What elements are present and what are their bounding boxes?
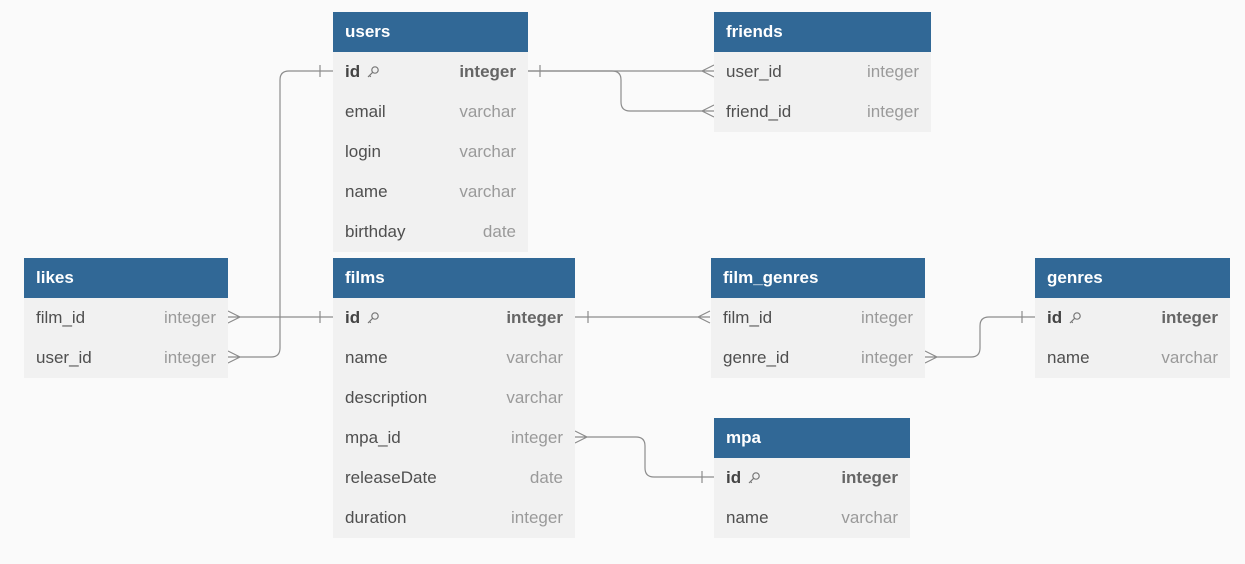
field-name: name xyxy=(1047,348,1090,367)
field-films-name[interactable]: name varchar xyxy=(333,338,575,378)
field-users-birthday[interactable]: birthday date xyxy=(333,212,528,252)
field-type: integer xyxy=(511,508,563,527)
field-type: integer xyxy=(867,62,919,81)
field-name: friend_id xyxy=(726,102,792,121)
field-type: integer xyxy=(841,468,898,487)
field-users-id[interactable]: id integer xyxy=(333,52,528,92)
table-likes-title: likes xyxy=(24,258,228,298)
primary-key-icon xyxy=(1068,311,1082,325)
table-mpa-title: mpa xyxy=(714,418,910,458)
field-type: varchar xyxy=(841,508,898,527)
field-type: integer xyxy=(1161,308,1218,327)
table-films[interactable]: films id integer name varchar descriptio… xyxy=(333,258,575,538)
field-users-login[interactable]: login varchar xyxy=(333,132,528,172)
field-likes-film-id[interactable]: film_id integer xyxy=(24,298,228,338)
field-films-id[interactable]: id integer xyxy=(333,298,575,338)
relation-films-film-genres xyxy=(575,310,711,324)
table-mpa[interactable]: mpa id integer name varchar xyxy=(714,418,910,538)
primary-key-icon xyxy=(747,471,761,485)
field-films-release-date[interactable]: releaseDate date xyxy=(333,458,575,498)
field-films-description[interactable]: description varchar xyxy=(333,378,575,418)
field-name: name xyxy=(345,182,388,201)
field-name: name xyxy=(345,348,388,367)
table-genres-title: genres xyxy=(1035,258,1230,298)
field-name: releaseDate xyxy=(345,468,437,487)
primary-key-icon xyxy=(366,65,380,79)
field-film-genres-film-id[interactable]: film_id integer xyxy=(711,298,925,338)
field-type: integer xyxy=(459,62,516,81)
field-type: varchar xyxy=(459,102,516,121)
field-mpa-name[interactable]: name varchar xyxy=(714,498,910,538)
table-users-title: users xyxy=(333,12,528,52)
field-type: varchar xyxy=(1161,348,1218,367)
field-name: user_id xyxy=(726,62,782,81)
field-name: birthday xyxy=(345,222,406,241)
field-name: id xyxy=(1047,308,1063,327)
table-friends-title: friends xyxy=(714,12,931,52)
field-type: varchar xyxy=(506,388,563,407)
table-film-genres-title: film_genres xyxy=(711,258,925,298)
field-name: genre_id xyxy=(723,348,790,367)
field-name: user_id xyxy=(36,348,92,367)
field-type: date xyxy=(529,468,563,487)
field-name: film_id xyxy=(723,308,773,327)
field-friends-user-id[interactable]: user_id integer xyxy=(714,52,931,92)
field-type: varchar xyxy=(459,182,516,201)
field-name: id xyxy=(345,308,361,327)
primary-key-icon xyxy=(366,311,380,325)
field-name: email xyxy=(345,102,386,121)
field-genres-name[interactable]: name varchar xyxy=(1035,338,1230,378)
field-film-genres-genre-id[interactable]: genre_id integer xyxy=(711,338,925,378)
field-users-email[interactable]: email varchar xyxy=(333,92,528,132)
field-type: integer xyxy=(867,102,919,121)
field-name: name xyxy=(726,508,769,527)
field-name: id xyxy=(726,468,742,487)
field-type: integer xyxy=(164,348,216,367)
field-type: integer xyxy=(506,308,563,327)
field-name: login xyxy=(345,142,381,161)
field-type: integer xyxy=(511,428,563,447)
field-type: date xyxy=(482,222,516,241)
field-type: integer xyxy=(861,348,913,367)
relation-users-friends-friend-id xyxy=(528,70,715,118)
relation-mpa-films xyxy=(574,430,714,483)
field-friends-friend-id[interactable]: friend_id integer xyxy=(714,92,931,132)
table-genres[interactable]: genres id integer name varchar xyxy=(1035,258,1230,378)
table-users[interactable]: users id integer email varchar login var… xyxy=(333,12,528,252)
field-name: description xyxy=(345,388,428,407)
field-mpa-id[interactable]: id integer xyxy=(714,458,910,498)
table-friends[interactable]: friends user_id integer friend_id intege… xyxy=(714,12,931,132)
field-type: varchar xyxy=(459,142,516,161)
field-name: mpa_id xyxy=(345,428,401,447)
field-films-mpa-id[interactable]: mpa_id integer xyxy=(333,418,575,458)
field-name: id xyxy=(345,62,361,81)
field-likes-user-id[interactable]: user_id integer xyxy=(24,338,228,378)
field-films-duration[interactable]: duration integer xyxy=(333,498,575,538)
field-users-name[interactable]: name varchar xyxy=(333,172,528,212)
relation-likes-user-id-users xyxy=(227,65,333,364)
field-name: duration xyxy=(345,508,407,527)
field-type: integer xyxy=(164,308,216,327)
relation-genres-film-genres xyxy=(924,311,1035,364)
field-type: varchar xyxy=(506,348,563,367)
table-likes[interactable]: likes film_id integer user_id integer xyxy=(24,258,228,378)
field-name: film_id xyxy=(36,308,86,327)
table-films-title: films xyxy=(333,258,575,298)
table-film-genres[interactable]: film_genres film_id integer genre_id int… xyxy=(711,258,925,378)
field-genres-id[interactable]: id integer xyxy=(1035,298,1230,338)
field-type: integer xyxy=(861,308,913,327)
relation-likes-film-id-films xyxy=(227,310,333,324)
relation-users-friends-user-id xyxy=(528,64,715,78)
